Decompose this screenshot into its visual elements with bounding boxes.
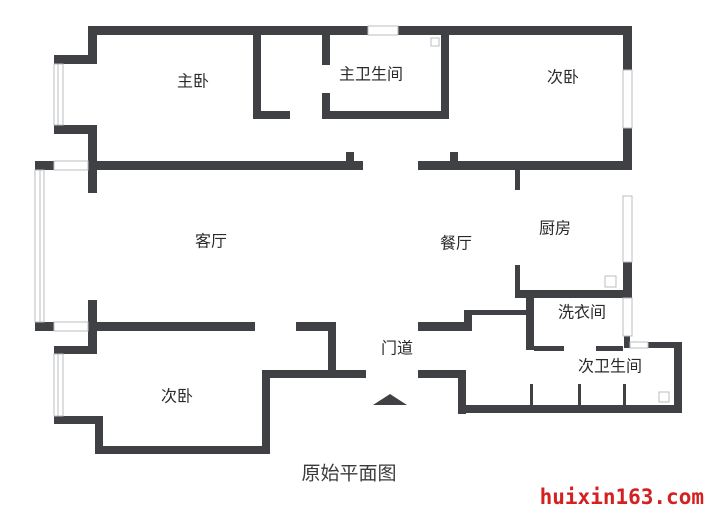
room-label-laundry: 洗衣间 xyxy=(558,303,606,322)
room-label-master-bath: 主卫生间 xyxy=(339,65,403,84)
windows xyxy=(34,25,649,417)
plan-title: 原始平面图 xyxy=(301,463,396,485)
room-label-second-bedroom-top: 次卧 xyxy=(547,68,579,87)
watermark: huixin163.com xyxy=(540,485,704,509)
room-label-entrance: 门道 xyxy=(381,339,413,358)
room-label-second-bath: 次卫生间 xyxy=(578,357,642,376)
entrance-arrow-icon xyxy=(373,394,407,405)
walls xyxy=(35,26,682,454)
room-label-living-room: 客厅 xyxy=(195,232,227,251)
room-label-second-bedroom-bottom: 次卧 xyxy=(161,387,193,406)
fixture-markers xyxy=(430,37,670,403)
room-label-dining-room: 餐厅 xyxy=(440,234,472,253)
room-label-master-bedroom: 主卧 xyxy=(177,72,209,91)
room-label-kitchen: 厨房 xyxy=(539,219,571,238)
